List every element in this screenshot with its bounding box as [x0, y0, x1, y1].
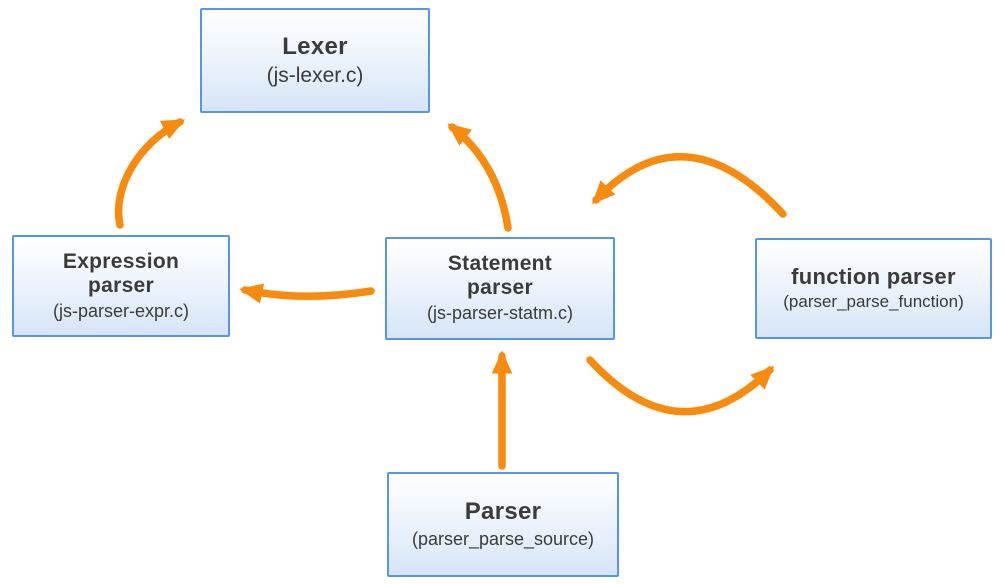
node-function-parser-title: function parser — [791, 264, 956, 290]
node-expression-parser: Expression parser (js-parser-expr.c) — [12, 235, 230, 337]
node-statement-parser-title: Statement parser — [447, 252, 553, 300]
node-lexer-title: Lexer — [282, 32, 348, 60]
node-expression-parser-subtitle: (js-parser-expr.c) — [52, 300, 190, 321]
node-expression-parser-title: Expression parser — [62, 249, 180, 297]
node-function-parser-subtitle: (parser_parse_function) — [783, 292, 964, 312]
edge-statement-parser-to-expression-parser — [239, 283, 375, 304]
node-statement-parser: Statement parser (js-parser-statm.c) — [385, 237, 615, 340]
node-statement-parser-subtitle: (js-parser-statm.c) — [426, 303, 573, 324]
node-lexer-subtitle: (js-lexer.c) — [266, 64, 364, 88]
edge-function-parser-to-statement-parser — [592, 153, 787, 218]
edge-statement-parser-to-lexer — [447, 123, 512, 232]
node-lexer: Lexer (js-lexer.c) — [200, 8, 430, 113]
edge-statement-parser-to-function-parser — [586, 356, 775, 416]
node-function-parser: function parser (parser_parse_function) — [755, 238, 992, 339]
node-parser-title: Parser — [464, 498, 542, 526]
node-parser: Parser (parser_parse_source) — [387, 472, 619, 577]
edge-expression-parser-to-lexer — [114, 118, 186, 229]
node-parser-subtitle: (parser_parse_source) — [411, 529, 595, 549]
